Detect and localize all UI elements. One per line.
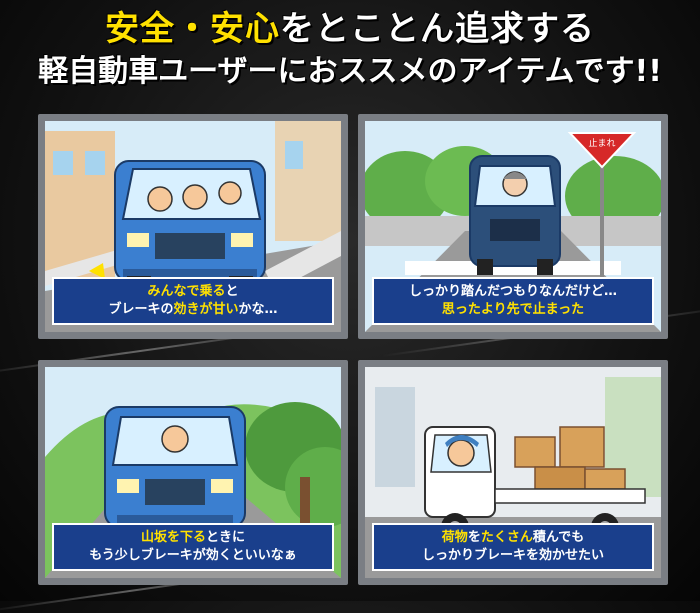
caption-line-2: しっかりブレーキを効かせたい	[374, 547, 652, 565]
caption-line-2: ブレーキの効きが甘いかな…	[54, 301, 332, 319]
headline-dot: ・	[175, 9, 210, 49]
caption-line-1: みんなで乗ると	[54, 283, 332, 301]
caption-box: みんなで乗ると ブレーキの効きが甘いかな…	[52, 277, 334, 325]
panel-cargo-truck: 荷物をたくさん積んでも しっかりブレーキを効かせたい	[358, 360, 668, 585]
headline-anshin: 安心	[210, 9, 280, 49]
caption-text: 積んでも	[532, 530, 585, 546]
caption-text: しっかり踏んだつもりなんだけど…	[408, 284, 617, 300]
panel-mountain-slope: 山坂を下るときに もう少しブレーキが効くといいなぁ	[38, 360, 348, 585]
caption-box: 荷物をたくさん積んでも しっかりブレーキを効かせたい	[372, 523, 654, 571]
caption-line-1: しっかり踏んだつもりなんだけど…	[374, 283, 652, 301]
headline-line-2: 軽自動車ユーザーにおススメのアイテムです!!	[38, 54, 662, 90]
caption-text: たくさん	[480, 530, 533, 546]
caption-text: を	[467, 530, 481, 546]
caption-text: かな…	[238, 302, 278, 317]
caption-text: ときに	[206, 530, 246, 546]
caption-text: みんなで乗る	[147, 284, 226, 300]
caption-text: 山坂を下る	[140, 530, 206, 546]
caption-text: 思ったより先で止まった	[441, 302, 585, 317]
panel-stop-sign: 止まれ しっかり踏んだつもりなんだけど… 思ったより先で止まった	[358, 114, 668, 339]
caption-line-2: 思ったより先で止まった	[374, 301, 652, 319]
caption-text: 荷物	[441, 530, 468, 546]
headline: 安全・安心をとことん追求する 軽自動車ユーザーにおススメのアイテムです!!	[0, 9, 700, 90]
headline-line1-rest: をとことん追求する	[280, 9, 595, 49]
caption-box: しっかり踏んだつもりなんだけど… 思ったより先で止まった	[372, 277, 654, 325]
caption-box: 山坂を下るときに もう少しブレーキが効くといいなぁ	[52, 523, 334, 571]
headline-anzen: 安全	[105, 9, 175, 49]
panel-group-ride: みんなで乗ると ブレーキの効きが甘いかな…	[38, 114, 348, 339]
caption-line-1: 山坂を下るときに	[54, 529, 332, 547]
headline-line-1: 安全・安心をとことん追求する	[0, 9, 700, 49]
panel-illustration	[45, 121, 341, 332]
caption-text: もう少しブレーキが効くといいなぁ	[89, 548, 297, 563]
caption-text: ブレーキの	[108, 302, 174, 317]
stop-sign-text: 止まれ	[588, 137, 615, 149]
caption-line-2: もう少しブレーキが効くといいなぁ	[54, 547, 332, 565]
group-ride-illustration	[45, 121, 341, 332]
caption-text: しっかりブレーキを効かせたい	[421, 548, 604, 563]
caption-line-1: 荷物をたくさん積んでも	[374, 529, 652, 547]
caption-text: 効きが甘い	[173, 302, 239, 317]
caption-text: と	[225, 284, 239, 300]
